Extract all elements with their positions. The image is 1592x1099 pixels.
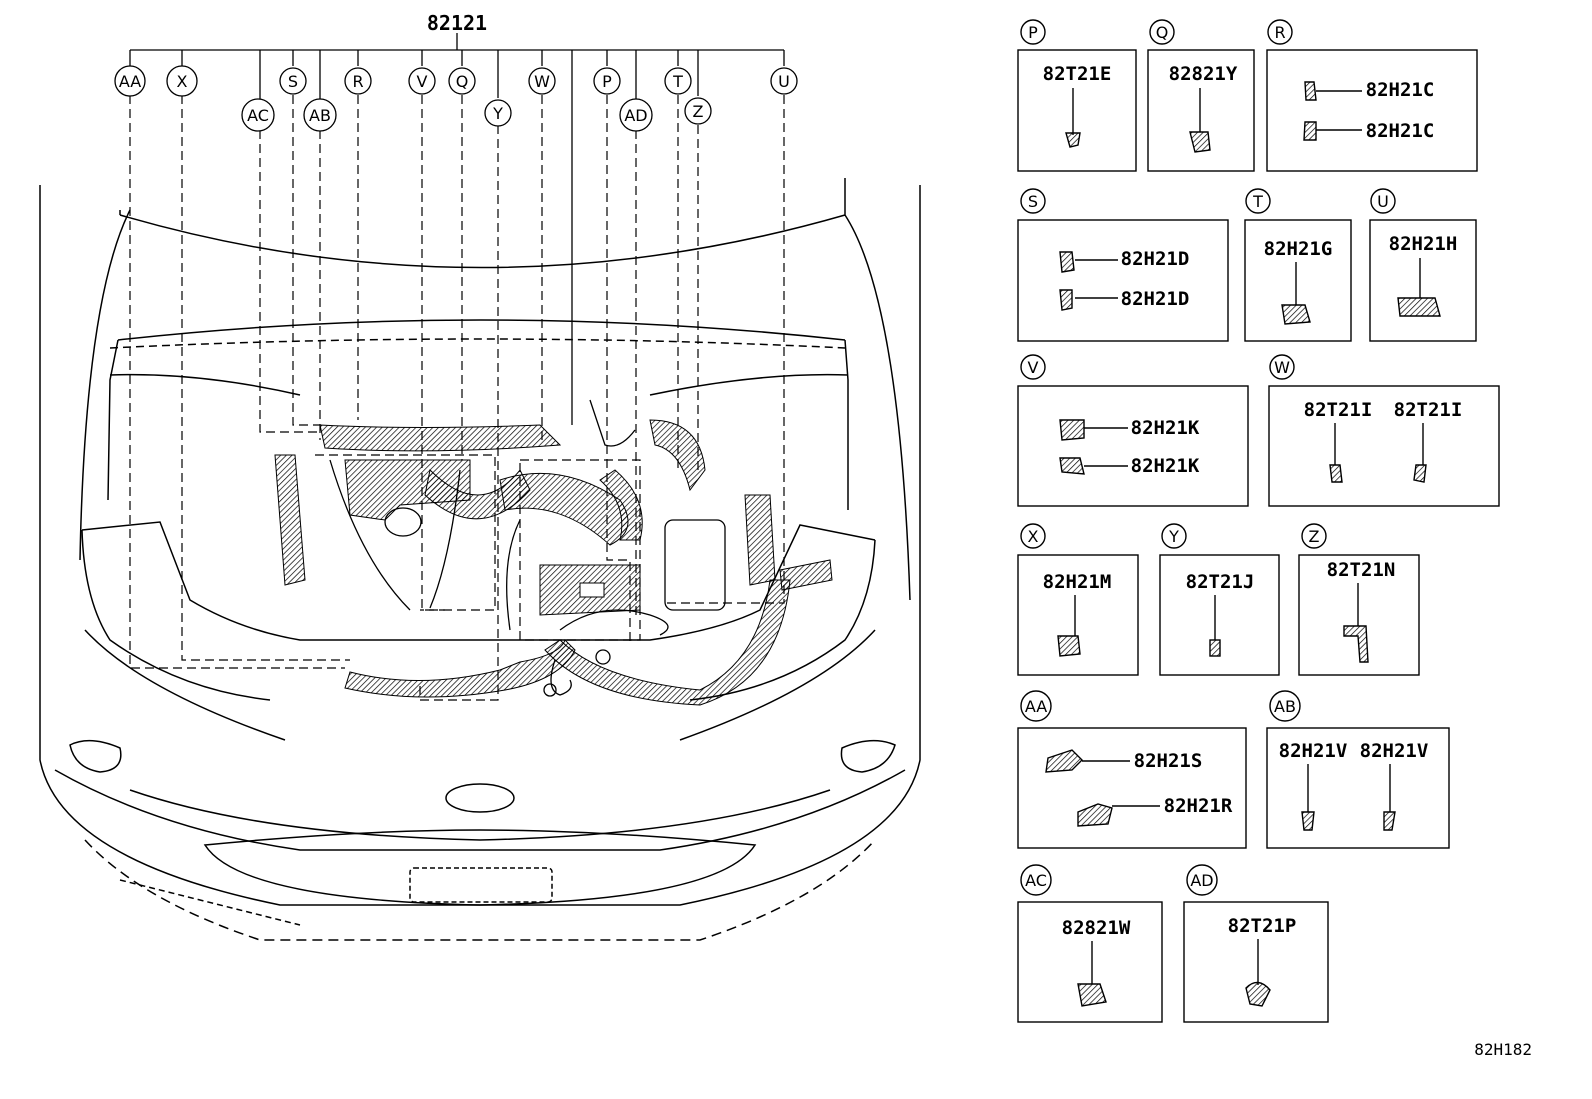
svg-text:X: X: [1028, 527, 1039, 546]
callout-ab: AB: [303, 98, 337, 132]
svg-text:V: V: [1028, 358, 1039, 377]
callout-r: R: [344, 67, 372, 95]
detail-box-ac: AC 82821W: [1017, 864, 1163, 1023]
svg-text:U: U: [1377, 192, 1389, 211]
callout-t: T: [664, 67, 692, 95]
callout-aa: AA: [114, 65, 146, 97]
svg-text:T: T: [1252, 192, 1263, 211]
svg-text:82T21J: 82T21J: [1186, 571, 1255, 593]
svg-text:82H21M: 82H21M: [1043, 571, 1112, 593]
detail-box-w: W 82T21I 82T21I: [1268, 354, 1500, 507]
svg-text:P: P: [602, 72, 612, 91]
detail-box-ab: AB 82H21V 82H21V: [1266, 690, 1450, 849]
svg-text:82H21G: 82H21G: [1264, 238, 1333, 260]
callout-s: S: [279, 67, 307, 95]
svg-text:82T21I: 82T21I: [1394, 399, 1463, 421]
svg-text:U: U: [778, 72, 790, 91]
svg-text:AC: AC: [247, 106, 269, 125]
callout-w: W: [528, 67, 556, 95]
svg-text:T: T: [672, 72, 683, 91]
svg-text:Z: Z: [693, 102, 704, 121]
svg-text:82H21R: 82H21R: [1164, 795, 1233, 817]
svg-text:82H21V: 82H21V: [1360, 740, 1429, 762]
svg-text:AD: AD: [624, 106, 647, 125]
detail-box-aa: AA 82H21S 82H21R: [1017, 690, 1247, 849]
callout-v: V: [408, 67, 436, 95]
detail-box-q: Q 82821Y: [1147, 19, 1255, 172]
detail-box-y: Y 82T21J: [1159, 523, 1280, 676]
detail-box-z: Z 82T21N: [1298, 523, 1420, 676]
detail-box-s: S 82H21D 82H21D: [1017, 188, 1229, 342]
svg-text:Q: Q: [456, 72, 469, 91]
svg-text:Y: Y: [1168, 527, 1179, 546]
svg-text:82T21P: 82T21P: [1228, 915, 1297, 937]
top-callouts: AA X AC S AB R V Q Y W P AD T Z U: [114, 65, 798, 132]
callout-x: X: [166, 65, 198, 97]
engine-components: [329, 399, 726, 697]
svg-text:82H21K: 82H21K: [1131, 455, 1200, 477]
callout-y: Y: [484, 99, 512, 127]
callout-q: Q: [448, 67, 476, 95]
svg-text:X: X: [177, 72, 188, 91]
svg-text:R: R: [1274, 23, 1285, 42]
svg-text:82H21K: 82H21K: [1131, 417, 1200, 439]
svg-text:R: R: [352, 72, 363, 91]
main-part-number: 82121: [427, 11, 487, 35]
svg-text:AD: AD: [1190, 871, 1213, 890]
svg-text:W: W: [1274, 358, 1290, 377]
svg-text:82H21V: 82H21V: [1279, 740, 1348, 762]
svg-text:S: S: [288, 72, 298, 91]
svg-text:AC: AC: [1025, 871, 1047, 890]
vehicle-outline: [39, 178, 921, 941]
callout-ad: AD: [619, 98, 653, 132]
detail-box-t: T 82H21G: [1244, 188, 1352, 342]
part-label: 82T21E: [1043, 63, 1112, 85]
svg-text:V: V: [417, 72, 428, 91]
svg-text:82H21S: 82H21S: [1134, 750, 1203, 772]
svg-text:82H21D: 82H21D: [1121, 248, 1190, 270]
callout-z: Z: [684, 97, 712, 125]
svg-text:82821W: 82821W: [1062, 917, 1131, 939]
detail-box-r: R 82H21C 82H21C: [1266, 19, 1478, 172]
detail-box-x: X 82H21M: [1017, 523, 1139, 676]
svg-text:82821Y: 82821Y: [1169, 63, 1238, 85]
svg-text:AB: AB: [1274, 697, 1296, 716]
svg-text:AA: AA: [119, 72, 141, 91]
svg-text:82T21N: 82T21N: [1327, 559, 1396, 581]
svg-text:W: W: [534, 72, 550, 91]
detail-boxes: P 82T21E Q 82821Y R 82H21C 82H21C: [1017, 19, 1500, 1023]
diagram-reference: 82H182: [1474, 1040, 1532, 1059]
svg-text:Q: Q: [1156, 23, 1169, 42]
detail-box-p: P 82T21E: [1017, 19, 1137, 172]
detail-box-v: V 82H21K 82H21K: [1017, 354, 1249, 507]
svg-text:82T21I: 82T21I: [1304, 399, 1373, 421]
callout-ac: AC: [241, 98, 275, 132]
detail-box-ad: AD 82T21P: [1183, 864, 1329, 1023]
svg-text:82H21C: 82H21C: [1366, 79, 1435, 101]
svg-text:82H21C: 82H21C: [1366, 120, 1435, 142]
svg-text:Y: Y: [492, 104, 503, 123]
svg-text:P: P: [1028, 23, 1038, 42]
svg-text:AA: AA: [1025, 697, 1047, 716]
svg-text:82H21D: 82H21D: [1121, 288, 1190, 310]
svg-text:S: S: [1028, 192, 1038, 211]
callout-p: P: [593, 67, 621, 95]
detail-box-u: U 82H21H: [1369, 188, 1477, 342]
svg-text:82H21H: 82H21H: [1389, 233, 1458, 255]
svg-text:Z: Z: [1309, 527, 1320, 546]
callout-u: U: [770, 67, 798, 95]
harness-bundles: [274, 419, 833, 706]
svg-text:AB: AB: [309, 106, 331, 125]
main-leader-lines: [129, 33, 785, 425]
callout-dashed-regions: [129, 95, 785, 701]
